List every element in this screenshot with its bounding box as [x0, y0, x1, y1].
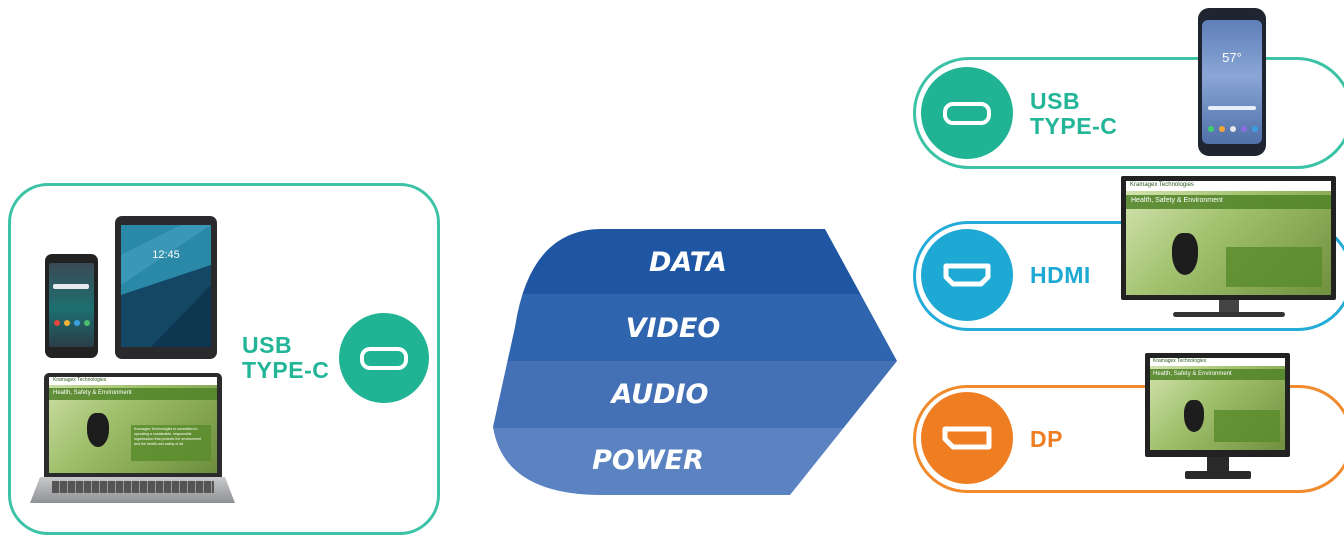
funnel-label-audio: AUDIO — [609, 379, 708, 410]
output-usb-c-label-line2: TYPE-C — [1030, 113, 1118, 139]
laptop-image: Kramagex Technologies Health, Safety & E… — [30, 373, 235, 505]
tablet-wallpaper — [121, 225, 211, 347]
tv-screen-heading: Health, Safety & Environment — [1131, 197, 1223, 204]
laptop-screen-company: Kramagex Technologies — [53, 377, 107, 383]
tablet-image: 12:45 — [115, 216, 217, 359]
output-dp-label: DP — [1030, 427, 1063, 452]
output-usb-c-frame — [913, 57, 1344, 169]
dp-monitor-screen-company: Kramagex Technologies — [1153, 358, 1207, 364]
source-label-line2: TYPE-C — [242, 357, 330, 383]
smartphone-temperature: 57° — [1222, 50, 1242, 65]
dp-monitor-screen-heading: Health, Safety & Environment — [1153, 371, 1232, 377]
funnel-band-audio — [493, 361, 897, 428]
output-usb-c-port-icon — [921, 67, 1013, 159]
hdmi-port-icon — [921, 229, 1013, 321]
signal-funnel: DATA VIDEO AUDIO POWER — [493, 229, 897, 495]
funnel-label-data: DATA — [649, 247, 727, 278]
funnel-label-power: POWER — [592, 445, 704, 476]
output-usb-c-label: USB TYPE-C — [1030, 89, 1117, 139]
smartphone-image: 57° — [1198, 8, 1266, 156]
output-dp-frame — [913, 385, 1344, 493]
source-label-line1: USB — [242, 332, 293, 358]
source-usb-c-label: USB TYPE-C — [242, 333, 329, 383]
funnel-band-video — [493, 294, 897, 361]
tv-monitor-image: Kramagex Technologies Health, Safety & E… — [1121, 176, 1336, 321]
output-usb-c-label-line1: USB — [1030, 88, 1081, 114]
tablet-clock: 12:45 — [152, 249, 180, 261]
funnel-label-video: VIDEO — [626, 313, 721, 344]
source-devices-panel — [8, 183, 440, 535]
tv-screen-company: Kramagex Technologies — [1130, 182, 1194, 188]
output-dp-label-line1: DP — [1030, 426, 1063, 452]
desktop-monitor-image: Kramagex Technologies Health, Safety & E… — [1145, 353, 1290, 481]
output-hdmi-label-line1: HDMI — [1030, 262, 1091, 288]
laptop-screen-heading: Health, Safety & Environment — [53, 390, 132, 396]
usb-c-port-icon — [339, 313, 429, 403]
laptop-screen-body: Kramagex Technologies is committed to op… — [134, 427, 202, 446]
output-hdmi-label: HDMI — [1030, 263, 1091, 288]
android-phone-image — [45, 254, 98, 358]
displayport-icon — [921, 392, 1013, 484]
